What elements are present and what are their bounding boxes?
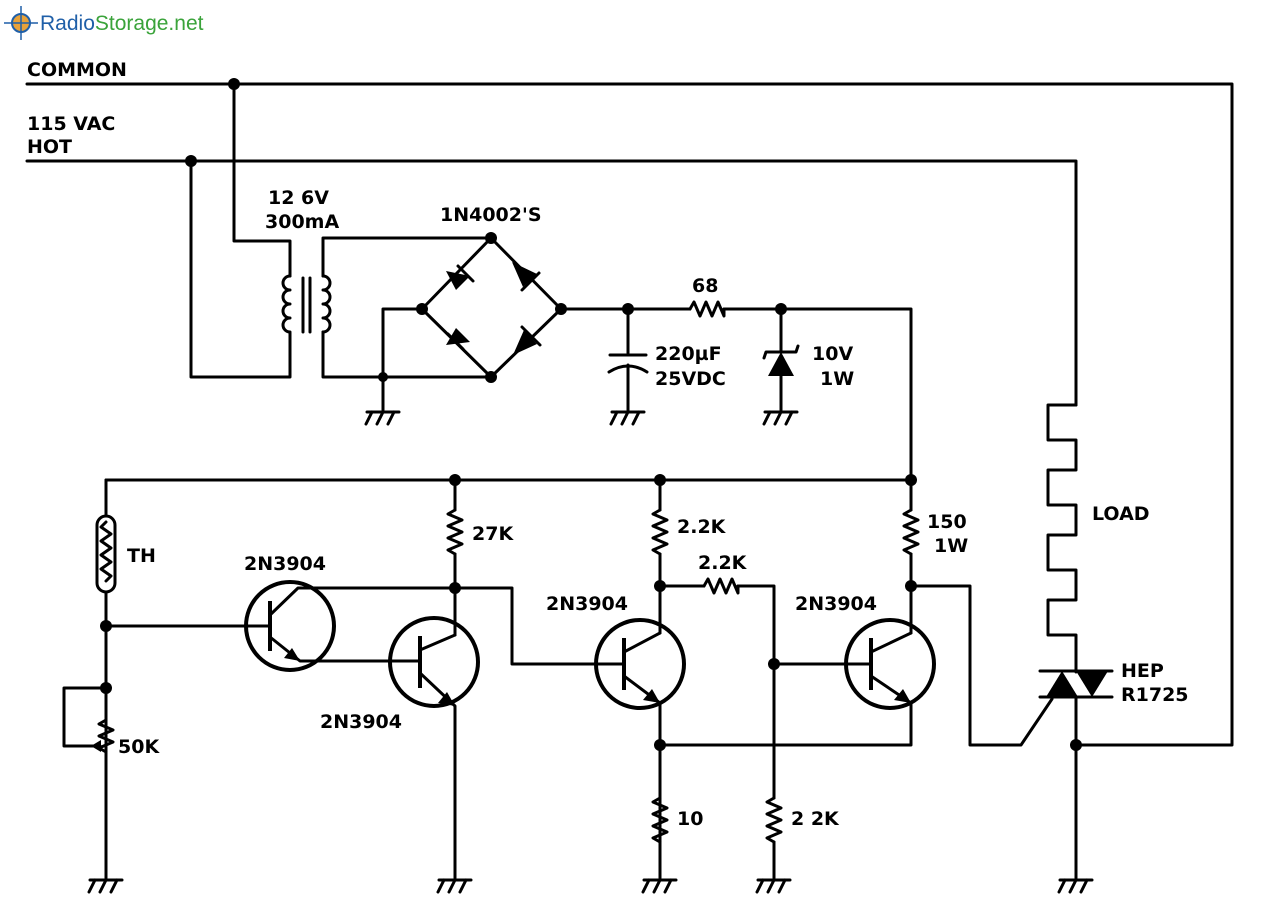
resistor-2k2-a (651, 508, 669, 556)
diode-4 (513, 330, 537, 355)
ground-symbol (762, 410, 799, 426)
ground-symbol (641, 878, 678, 894)
hot-to-primary (189, 159, 292, 379)
junction-dot (185, 155, 197, 167)
common-line (25, 82, 1234, 747)
ground-symbol (609, 410, 646, 426)
label-cap-value: 220µF (655, 343, 722, 365)
zener-diode (762, 307, 800, 412)
logo-text-storage: Storage.net (95, 12, 204, 35)
label-bridge-diodes: 1N4002'S (440, 204, 542, 226)
label-r2k2-b: 2.2K (698, 552, 748, 574)
bridge-rectifier (420, 236, 563, 379)
secondary-top-wire (321, 236, 493, 278)
resistor-68 (688, 300, 726, 318)
radiostorage-logo: RadioStorage.net (4, 6, 204, 40)
label-zener-power: 1W (820, 368, 854, 390)
transformer (281, 274, 332, 334)
logo-icon (4, 6, 38, 40)
ground-symbol (87, 878, 124, 894)
label-q2: 2N3904 (320, 711, 402, 733)
divider-wire (658, 584, 873, 880)
filter-capacitor (607, 307, 649, 412)
load-coil (1046, 403, 1078, 674)
hot-line (25, 159, 1078, 407)
junction-dot (228, 78, 240, 90)
transistor-q4 (658, 618, 936, 800)
diode-2 (512, 262, 537, 287)
bridge-ground-wire (381, 307, 424, 412)
junction-dot (485, 232, 497, 244)
resistor-2k2-b (702, 577, 740, 595)
ground-symbol (1057, 878, 1094, 894)
diode-1 (446, 271, 470, 290)
resistor-150 (902, 508, 920, 556)
label-transformer-current: 300mA (265, 211, 339, 233)
transistor-q2 (381, 616, 480, 880)
diode-3 (446, 328, 470, 345)
label-q3: 2N3904 (546, 593, 628, 615)
label-triac-line2: R1725 (1121, 684, 1189, 706)
label-triac-line1: HEP (1121, 660, 1164, 682)
primary-winding (281, 274, 292, 334)
label-pot: 50K (118, 736, 160, 758)
potentiometer-50k (62, 686, 115, 754)
dc-bus (559, 307, 913, 482)
label-resistor-68: 68 (692, 275, 718, 297)
label-q4: 2N3904 (795, 593, 877, 615)
label-r27k: 27K (472, 523, 514, 545)
ground-symbol (436, 878, 473, 894)
svg-text:RadioStorage.net: RadioStorage.net (40, 12, 204, 35)
label-thermistor: TH (127, 545, 156, 567)
secondary-winding (321, 274, 332, 334)
label-common: COMMON (27, 59, 127, 81)
label-zener-voltage: 10V (812, 343, 853, 365)
common-to-primary (232, 82, 292, 278)
junction-dot (1070, 739, 1082, 751)
junction-dot (485, 371, 497, 383)
label-cap-voltage: 25VDC (655, 368, 726, 390)
triac (1038, 669, 1114, 880)
label-transformer-voltage: 12 6V (268, 187, 329, 209)
logo-text-radio: Radio (40, 12, 95, 35)
resistor-27k (446, 508, 464, 556)
label-r2k2-a: 2.2K (677, 516, 727, 538)
transistor-q1 (244, 580, 457, 672)
resistor-2k2-c (765, 796, 783, 844)
junction-dot (768, 658, 780, 670)
transistor-q3 (594, 618, 686, 880)
secondary-bottom-wire (321, 330, 493, 379)
label-115vac: 115 VAC (27, 113, 115, 135)
ground-symbol (364, 410, 401, 426)
label-r10: 10 (677, 808, 703, 830)
label-r150-power: 1W (934, 535, 968, 557)
label-hot: HOT (27, 136, 72, 158)
label-q1: 2N3904 (244, 553, 326, 575)
thermistor (95, 514, 117, 594)
ground-symbol (755, 878, 792, 894)
label-r2k2-c: 2 2K (791, 808, 840, 830)
label-r150-value: 150 (927, 511, 967, 533)
q2-collector-to-q3-base (453, 586, 626, 666)
resistor-10 (651, 796, 669, 844)
label-load: LOAD (1092, 503, 1150, 525)
gate-wire (909, 584, 1054, 747)
